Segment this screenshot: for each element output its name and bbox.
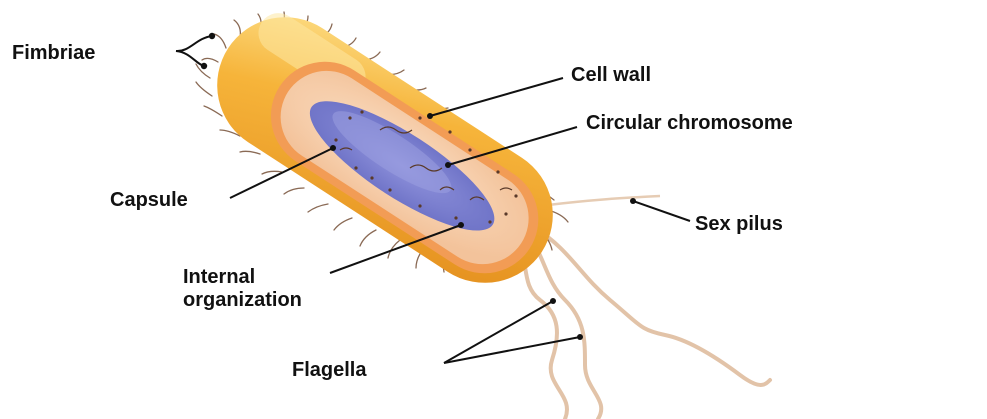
label-flagella: Flagella [292, 359, 366, 382]
capsule-body [191, 0, 579, 309]
label-circular-chromosome: Circular chromosome [586, 112, 793, 135]
label-sex-pilus: Sex pilus [695, 213, 783, 236]
label-internal-organization-line2: organization [183, 289, 302, 312]
flagella-leader-1 [444, 301, 553, 363]
label-cell-wall: Cell wall [571, 64, 651, 87]
label-capsule: Capsule [110, 189, 188, 212]
label-fimbriae: Fimbriae [12, 42, 95, 65]
sex-pilus-leader [633, 201, 690, 221]
flagella-leader-2 [444, 337, 580, 363]
flagella [515, 228, 770, 419]
cell-wall-leader [430, 78, 563, 116]
label-internal-organization-line1: Internal [183, 266, 302, 289]
fimbriae-leader [176, 36, 212, 66]
label-internal-organization: Internal organization [183, 266, 302, 312]
